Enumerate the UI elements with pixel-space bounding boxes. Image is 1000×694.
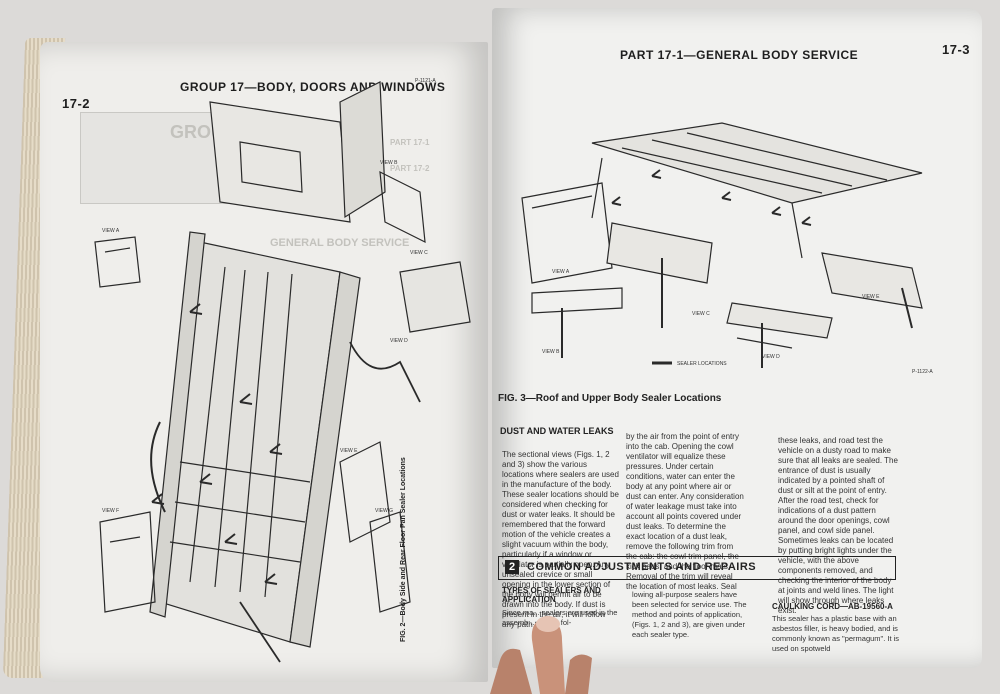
fig3-illustration: VIEW A VIEW B VIEW C VIEW D VIEW E SEALE… [521, 122, 933, 375]
subsection-types-text-continued: lowing all-purpose sealers have been sel… [632, 590, 747, 639]
fig2-view-a: VIEW A [102, 228, 120, 234]
fig2-view-e: VIEW E [340, 448, 358, 454]
section-number-badge: 2 [505, 560, 519, 574]
section-banner: 2 COMMON ADJUSTMENTS AND REPAIRS [498, 556, 896, 580]
fig3-view-e: VIEW E [862, 294, 880, 300]
hand-photo [490, 616, 592, 694]
subsection-caulking-text: This sealer has a plastic base with an a… [772, 614, 900, 653]
show-through-part-1: PART 17-1 [390, 138, 430, 147]
section-banner-title: COMMON ADJUSTMENTS AND REPAIRS [527, 561, 757, 573]
text-column-2: by the air from the point of entry into … [626, 432, 744, 591]
fig2-view-c: VIEW C [410, 250, 428, 256]
fig3-view-c: VIEW C [692, 311, 710, 317]
show-through-part-2: PART 17-2 [390, 164, 430, 173]
fig2-illustration: VIEW A VIEW B VIEW C VIEW D VIEW E VIEW … [94, 78, 471, 663]
fig2-id: P-1121-A [415, 78, 436, 84]
text-column-3: these leaks, and road test the vehicle o… [778, 436, 898, 615]
subsection-types-heading: TYPES OF SEALERS AND APPLICATION [502, 586, 601, 604]
fig2-caption: FIG. 2—Body Side and Rear Floor Pan Seal… [400, 457, 407, 642]
fig2-view-f: VIEW F [102, 508, 119, 514]
section-heading-dust: DUST AND WATER LEAKS [500, 426, 614, 436]
fig3-view-a: VIEW A [552, 269, 570, 275]
right-page: PART 17-1—GENERAL BODY SERVICE 17-3 [492, 8, 982, 668]
fig3-caption: FIG. 3—Roof and Upper Body Sealer Locati… [498, 393, 722, 404]
text-column-1: The sectional views (Figs. 1, 2 and 3) s… [502, 450, 619, 629]
left-page: 17-2 GROUP 17—BODY, DOORS AND WINDOWS GR… [40, 42, 488, 682]
fig3-view-d: VIEW D [762, 354, 780, 360]
fig2-view-b: VIEW B [380, 160, 398, 166]
left-page-number: 17-2 [62, 96, 91, 111]
fig3-legend-label: SEALER LOCATIONS [677, 361, 727, 367]
fig2-view-g: VIEW G [375, 508, 393, 514]
right-running-head: PART 17-1—GENERAL BODY SERVICE [620, 48, 859, 62]
show-through-title: GENERAL BODY SERVICE [270, 237, 410, 249]
fig3-id: P-1122-A [912, 369, 933, 375]
right-page-number: 17-3 [942, 42, 971, 57]
fig2-view-d: VIEW D [390, 338, 408, 344]
fig3-view-b: VIEW B [542, 349, 560, 355]
subsection-caulking-heading: CAULKING CORD—AB-19560-A [772, 602, 893, 611]
